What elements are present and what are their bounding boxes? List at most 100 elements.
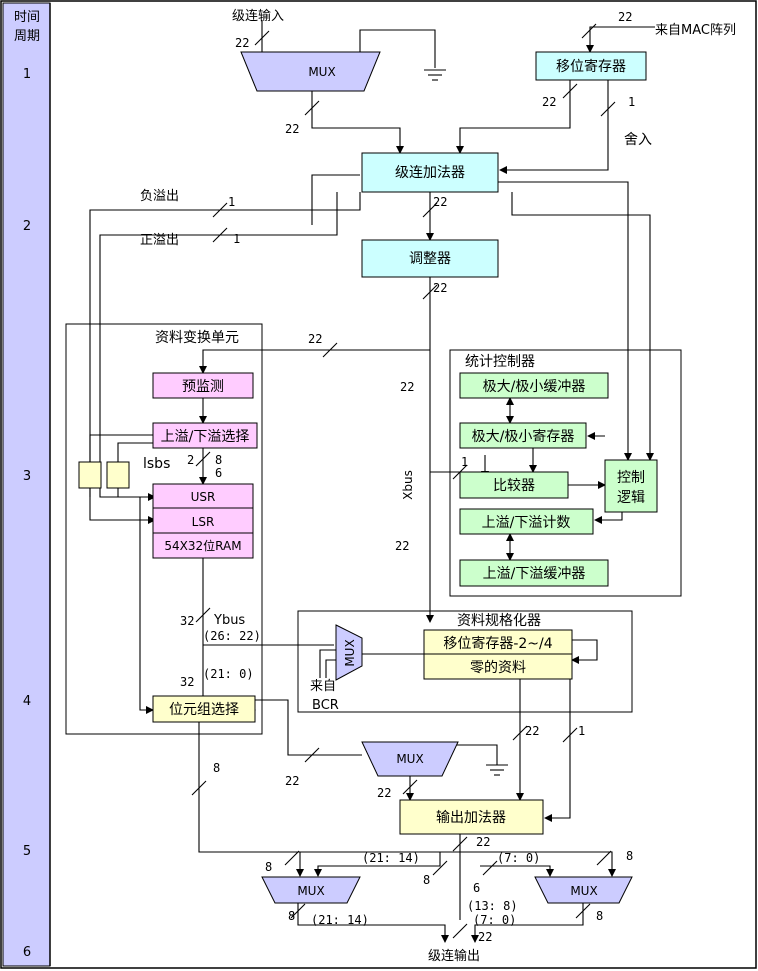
- w22-d: 22: [285, 122, 299, 136]
- range-26-22: (26: 22): [203, 629, 261, 643]
- cycle-3: 3: [23, 469, 31, 484]
- ground-symbol-mid: [486, 764, 508, 776]
- overflow-buffer: [459, 559, 609, 587]
- w1-d: 1: [461, 455, 468, 469]
- w8-d: 8: [626, 849, 633, 863]
- range-13-8: (13: 8): [467, 899, 518, 913]
- range-21-14-bot: (21: 14): [311, 913, 369, 927]
- lsbs-label: lsbs: [143, 456, 170, 472]
- w22-k: 22: [285, 774, 299, 788]
- range-7-0-top: (7: 0): [497, 851, 540, 865]
- w32-a: 32: [180, 614, 194, 628]
- cycle-6: 6: [23, 945, 31, 960]
- w22-i: 22: [395, 539, 409, 553]
- overflow-select: [152, 422, 258, 449]
- w1-c: 1: [233, 232, 240, 246]
- w8-a: 8: [215, 453, 222, 467]
- w22-m-top: 22: [476, 835, 490, 849]
- maxmin-register-label: 极大/极小寄存器: [472, 428, 575, 445]
- w8-g: 8: [596, 909, 603, 923]
- w8-c: 8: [265, 860, 272, 874]
- ground-symbol-top: [424, 69, 446, 81]
- lsr-label: LSR: [192, 515, 215, 529]
- mux-top: [240, 51, 381, 92]
- mux-small-label: MUX: [343, 639, 357, 666]
- mux-top-label: MUX: [308, 65, 335, 79]
- ram-label: 54X32位RAM: [164, 538, 241, 553]
- mux-right-label: MUX: [570, 884, 597, 898]
- pos-overflow-label: 正溢出: [140, 233, 179, 248]
- w22-a: 22: [235, 36, 249, 50]
- shift-register: [535, 51, 647, 81]
- pre-monitor: [152, 372, 254, 399]
- control-logic-label-1: 控制: [617, 470, 645, 486]
- overflow-select-label: 上溢/下溢选择: [161, 429, 250, 445]
- control-logic-label-2: 逻辑: [617, 490, 645, 506]
- w8-e: 8: [423, 873, 430, 887]
- shift-register-2-label: 移位寄存器-2~/4: [443, 635, 552, 652]
- w22-g: 22: [308, 332, 322, 346]
- stat-controller-frame: [449, 349, 682, 597]
- time-header-line2: 周期: [14, 29, 40, 44]
- neg-overflow-label: 负溢出: [140, 189, 179, 204]
- output-adder-label: 输出加法器: [436, 810, 506, 826]
- w22-m-bot: 22: [478, 930, 492, 944]
- mux-right: [534, 876, 633, 904]
- cascade-adder-label: 级连加法器: [395, 165, 465, 181]
- w22-e: 22: [433, 195, 447, 209]
- range-7-0-bot: (7: 0): [473, 913, 516, 927]
- w6-b: 6: [473, 881, 480, 895]
- bus-slashes: [191, 23, 616, 939]
- shift-register-label: 移位寄存器: [556, 58, 626, 75]
- zero-data-label: 零的资料: [470, 660, 526, 676]
- range-21-0: (21: 0): [203, 667, 254, 681]
- time-column: [2, 2, 51, 967]
- ybus-label: Ybus: [213, 613, 245, 628]
- byte-select: [152, 695, 256, 723]
- maxmin-buffer-label: 极大/极小缓冲器: [483, 379, 586, 395]
- cycle-5: 5: [23, 844, 31, 859]
- xbus-label: Xbus: [401, 470, 415, 500]
- cycle-4: 4: [23, 694, 31, 709]
- w22-j: 22: [525, 724, 539, 738]
- from-mac-label: 来自MAC阵列: [655, 23, 736, 38]
- latch-left: [78, 461, 102, 489]
- w1-e: 1: [578, 724, 585, 738]
- overflow-counter-label: 上溢/下溢计数: [482, 515, 571, 531]
- w8-f: 8: [288, 909, 295, 923]
- w32-b: 32: [180, 675, 194, 689]
- mux-left: [261, 876, 361, 904]
- byte-select-label: 位元组选择: [169, 702, 239, 718]
- ram-block: [152, 483, 254, 559]
- w22-b: 22: [618, 10, 632, 24]
- bus-width-labels: 22 22 22 22 1 1 1 22 22 22 22 2 8 6 1 22…: [180, 10, 635, 944]
- w6-a: 6: [215, 466, 222, 480]
- data-convert-unit-frame: [65, 323, 263, 735]
- w1-a: 1: [628, 95, 635, 109]
- output-adder: [399, 799, 544, 835]
- mux-mid-label: MUX: [396, 752, 423, 766]
- w22-c: 22: [542, 95, 556, 109]
- cascade-output-label: 级连输出: [428, 948, 480, 964]
- mux-mid: [361, 741, 459, 777]
- adjuster-label: 调整器: [409, 251, 451, 267]
- cascade-input-label: 级连输入: [232, 8, 284, 24]
- w22-h: 22: [400, 380, 414, 394]
- from-bcr-label-1: 来自: [310, 679, 336, 694]
- range-21-14-top: (21: 14): [362, 851, 420, 865]
- maxmin-buffer: [459, 372, 609, 399]
- cycle-1: 1: [23, 67, 31, 82]
- usr-label: USR: [191, 490, 216, 504]
- w22-l: 22: [377, 786, 391, 800]
- from-bcr-label-2: BCR: [312, 698, 339, 713]
- data-normalizer-title: 资料规格化器: [457, 613, 541, 629]
- data-normalizer-frame: [297, 610, 633, 713]
- w2: 2: [187, 453, 194, 467]
- w22-f: 22: [433, 281, 447, 295]
- time-header-line1: 时间: [14, 10, 40, 25]
- mux-left-label: MUX: [297, 884, 324, 898]
- w8-b: 8: [213, 761, 220, 775]
- cycle-2: 2: [23, 219, 31, 234]
